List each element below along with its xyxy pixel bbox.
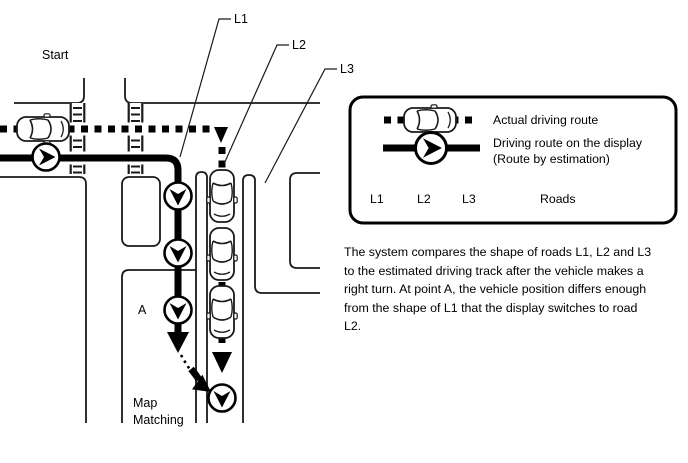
- leader-l2: [223, 44, 289, 165]
- description-paragraph: The system compares the shape of roads L…: [344, 243, 682, 336]
- block-top-middle: [124, 78, 320, 104]
- legend-road-l2: L2: [417, 192, 431, 206]
- curved-jump-arrow-icon: [179, 354, 211, 392]
- road-label-l1: L1: [234, 12, 248, 26]
- leader-l1: [179, 18, 231, 158]
- map-matching-label-line2: Matching: [133, 413, 184, 427]
- description-line: to the estimated driving track after the…: [344, 263, 644, 278]
- legend: Actual driving route Driving route on th…: [348, 95, 678, 225]
- description-line: right turn. At point A, the vehicle posi…: [344, 282, 647, 297]
- position-marker-icon: [207, 383, 237, 413]
- block-bottom-left: [0, 176, 87, 423]
- road-label-l2: L2: [292, 38, 306, 52]
- position-marker-icon: [413, 130, 449, 166]
- block-mid-lower: [121, 269, 196, 423]
- legend-road-l1: L1: [370, 192, 384, 206]
- legend-display-route-label-line1: Driving route on the display: [493, 136, 643, 150]
- legend-road-l3: L3: [462, 192, 476, 206]
- description-line: from the shape of L1 that the display sw…: [344, 300, 638, 315]
- map-matching-label-line1: Map: [133, 396, 157, 410]
- route-arrowhead-icon: [167, 332, 189, 353]
- legend-actual-route-label: Actual driving route: [493, 113, 598, 127]
- position-marker-icon: [31, 142, 61, 172]
- island-l2-l3: [242, 174, 320, 423]
- position-marker-icon: [163, 295, 193, 325]
- car-top-view-icon: [205, 169, 239, 223]
- legend-roads-label: Roads: [540, 192, 576, 206]
- position-marker-icon: [163, 238, 193, 268]
- leader-l3: [264, 68, 337, 184]
- block-top-left: [14, 78, 85, 104]
- car-top-view-icon: [16, 112, 70, 146]
- point-a-label: A: [138, 303, 147, 317]
- car-top-view-icon: [403, 103, 457, 137]
- block-mid-small: [121, 176, 161, 247]
- route-arrowhead-icon: [212, 352, 232, 373]
- start-label: Start: [42, 48, 69, 62]
- description-line: L2.: [344, 319, 362, 334]
- car-top-view-icon: [205, 285, 239, 339]
- car-top-view-icon: [205, 227, 239, 281]
- route-arrowhead-icon: [214, 127, 228, 143]
- road-label-l3: L3: [340, 62, 354, 76]
- road-network: [0, 78, 320, 423]
- position-marker-icon: [163, 181, 193, 211]
- legend-display-route-label-line2: (Route by estimation): [493, 152, 610, 166]
- leader-lines: [179, 18, 337, 184]
- display-route: [0, 154, 189, 353]
- island-l1-l2: [195, 171, 208, 423]
- description-line: The system compares the shape of roads L…: [344, 245, 652, 259]
- block-right: [289, 172, 320, 269]
